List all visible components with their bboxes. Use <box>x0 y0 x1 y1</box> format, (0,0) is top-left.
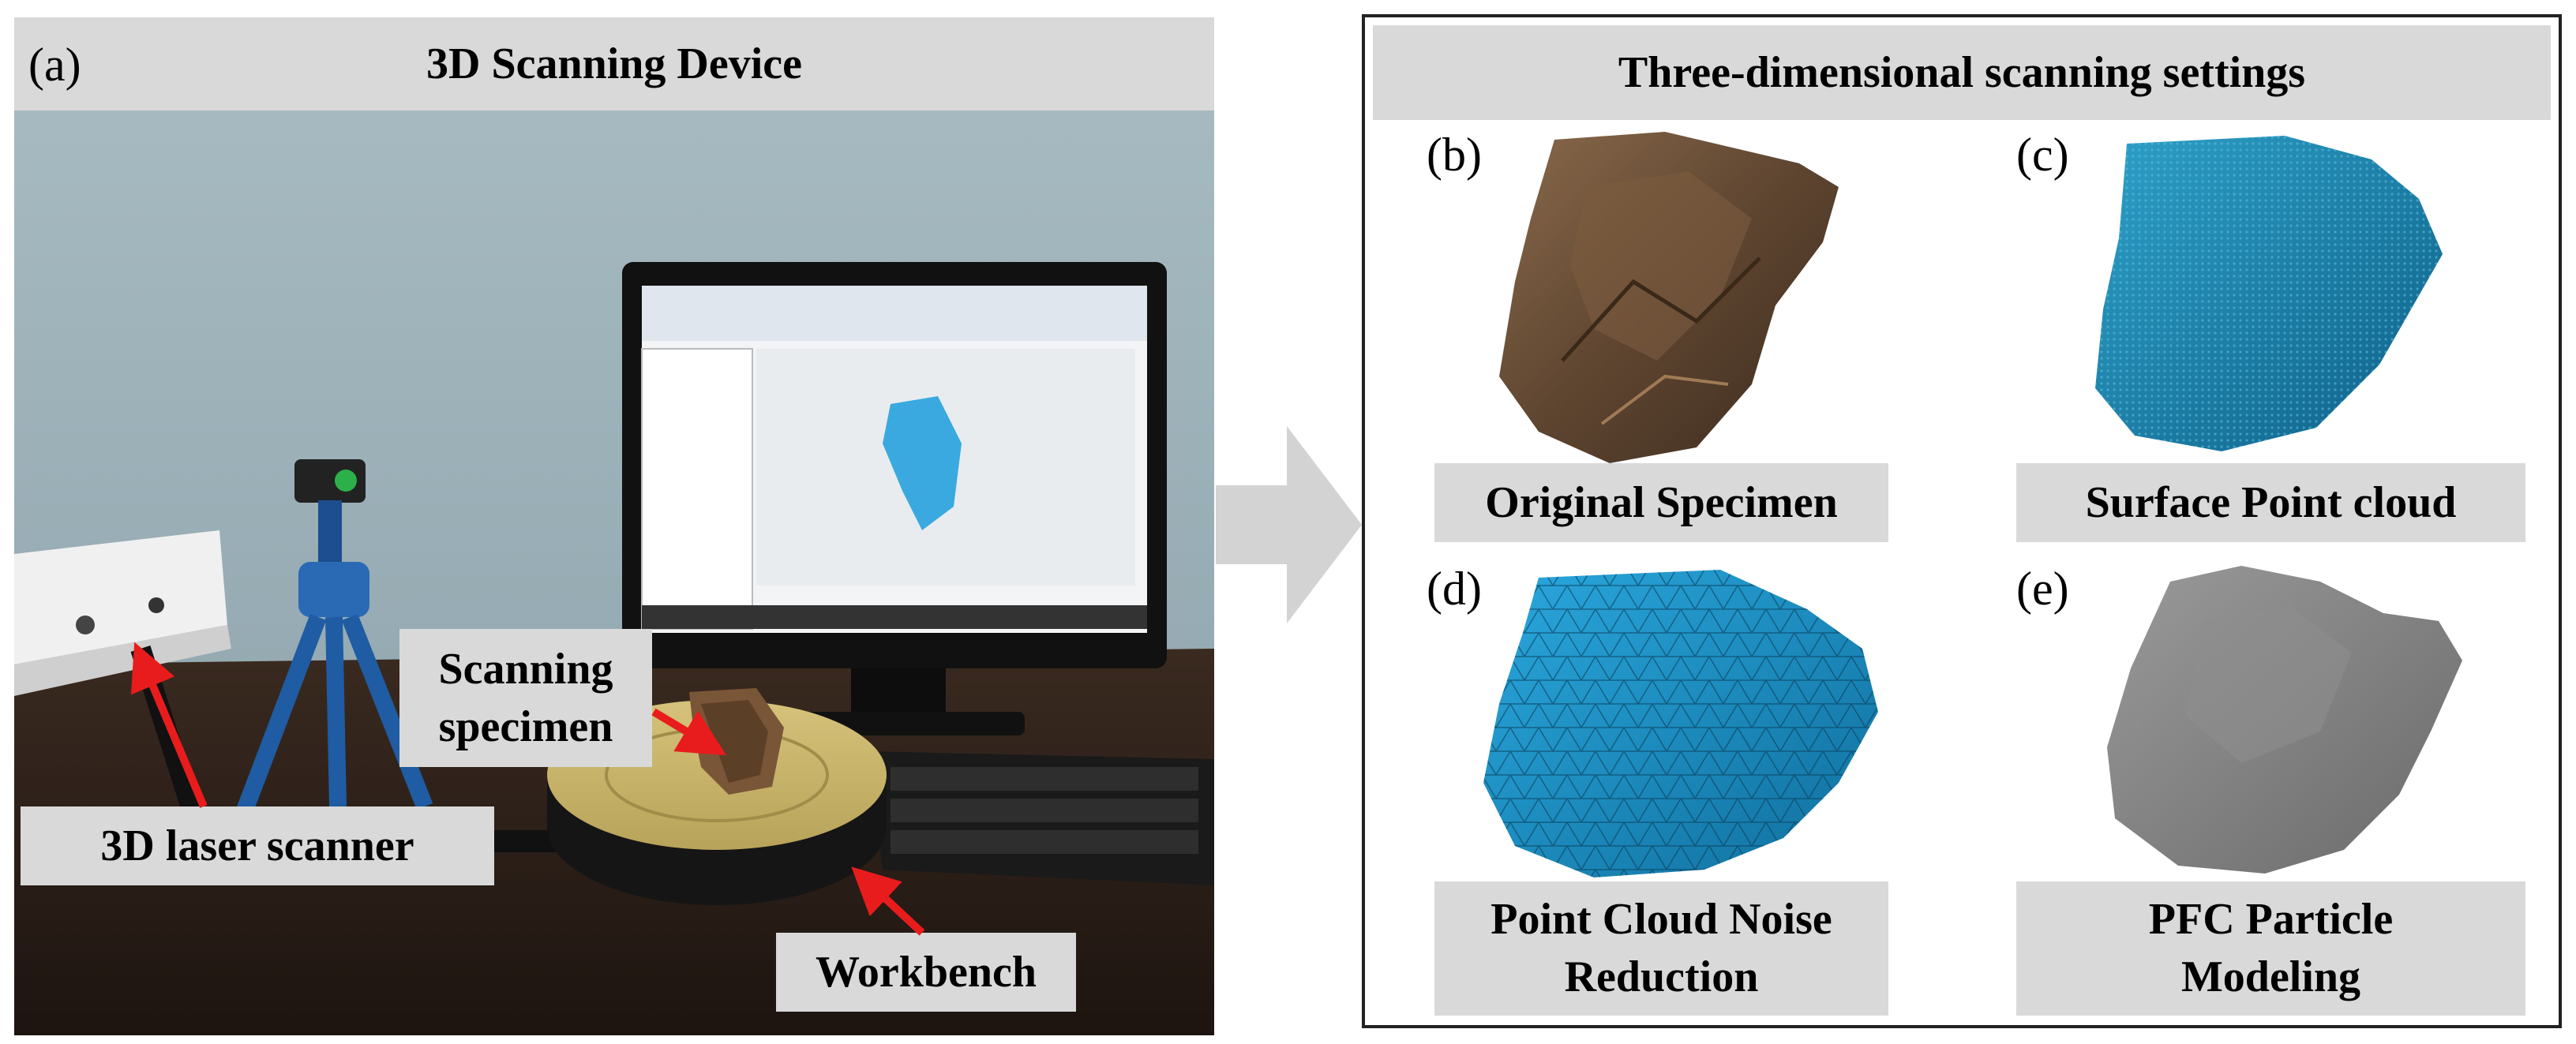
label-noise-reduction-line1: Point Cloud Noise <box>1490 895 1832 945</box>
surface-point-cloud-image <box>2095 136 2443 451</box>
right-title-bar: Three-dimensional scanning settings <box>1373 25 2551 120</box>
label-pfc-modeling-line1: PFC Particle <box>2148 895 2394 945</box>
label-surface-point-cloud: Surface Point cloud <box>2016 463 2525 542</box>
callout-specimen-line1: Scanning <box>438 644 613 694</box>
red-arrows <box>130 642 925 936</box>
label-original-specimen-text: Original Specimen <box>1485 477 1838 527</box>
callout-specimen-line2: specimen <box>438 702 613 751</box>
label-original-specimen: Original Specimen <box>1434 463 1888 542</box>
panel-tag-e: (e) <box>2016 563 2069 615</box>
arrow-to-scanner <box>130 642 208 808</box>
label-pfc-modeling-line2: Modeling <box>2180 952 2361 1001</box>
right-panel: Three-dimensional scanning settings (b) … <box>1362 14 2562 1028</box>
label-noise-reduction-line2: Reduction <box>1564 952 1759 1001</box>
panel-tag-b: (b) <box>1427 129 1482 181</box>
tripod <box>234 459 433 818</box>
panel-tag-d: (d) <box>1427 563 1482 615</box>
arrow-to-specimen <box>651 708 727 756</box>
callout-scanning-specimen: Scanning specimen <box>399 629 652 767</box>
left-panel: 3D Scanning Device (a) Scanning specimen… <box>14 17 1214 1035</box>
original-specimen-image <box>1499 132 1839 463</box>
label-noise-reduction: Point Cloud Noise Reduction <box>1434 881 1888 1016</box>
left-title-bar: 3D Scanning Device <box>14 17 1214 110</box>
monitor <box>622 262 1167 735</box>
arrow-to-workbench <box>851 866 925 936</box>
callout-workbench: Workbench <box>776 933 1076 1012</box>
label-surface-point-cloud-text: Surface Point cloud <box>2085 477 2457 527</box>
callout-workbench-text: Workbench <box>815 947 1037 997</box>
right-panel-title: Three-dimensional scanning settings <box>1618 48 2306 97</box>
noise-reduction-mesh-image <box>1483 570 1878 877</box>
panel-tag-a: (a) <box>28 39 81 91</box>
callout-laser-scanner: 3D laser scanner <box>21 806 494 885</box>
callout-scanner-text: 3D laser scanner <box>100 821 414 870</box>
process-arrow-icon <box>1216 426 1362 623</box>
left-panel-title: 3D Scanning Device <box>426 39 802 88</box>
pfc-particle-model-image <box>2107 566 2462 874</box>
panel-tag-c: (c) <box>2016 129 2069 181</box>
label-pfc-modeling: PFC Particle Modeling <box>2016 881 2525 1016</box>
